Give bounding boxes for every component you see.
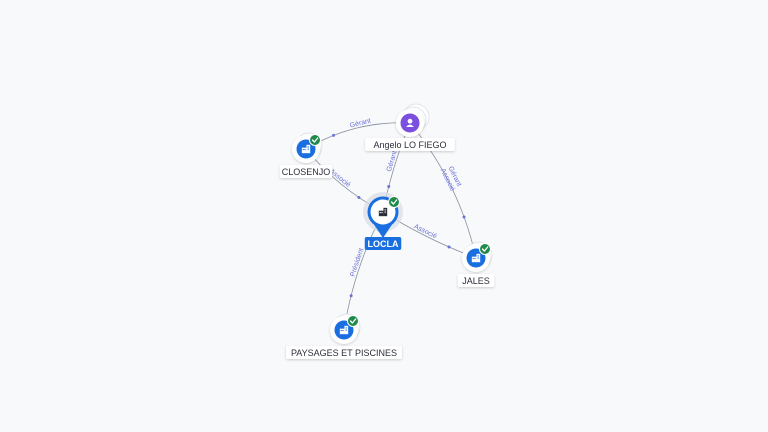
edge-arrow-marker	[387, 185, 391, 189]
building-icon	[301, 144, 311, 154]
svg-text:LOCLA: LOCLA	[368, 239, 399, 249]
svg-text:PAYSAGES ET PISCINES: PAYSAGES ET PISCINES	[291, 348, 397, 358]
verified-check-icon	[309, 134, 321, 146]
edge-label: Président	[349, 247, 365, 277]
edge-label: Associé	[413, 223, 438, 240]
verified-check-icon	[388, 196, 400, 208]
building-icon	[471, 253, 481, 263]
edge-label: Gérant	[386, 150, 399, 173]
node-label[interactable]: CLOSENJO	[279, 165, 333, 178]
edge-angelo-jales[interactable]	[409, 122, 477, 259]
edge-label: Gérant	[349, 118, 372, 130]
building-icon	[339, 325, 349, 335]
verified-check-icon	[347, 315, 359, 327]
svg-text:Angelo LO FIEGO: Angelo LO FIEGO	[373, 140, 446, 150]
edge-arrow-marker	[447, 245, 451, 249]
svg-text:CLOSENJO: CLOSENJO	[282, 167, 331, 177]
node-locla[interactable]: LOCLA	[363, 192, 403, 250]
node-angelo[interactable]: Angelo LO FIEGO	[365, 103, 455, 151]
building-icon	[378, 207, 388, 217]
verified-check-icon	[479, 243, 491, 255]
node-paysages[interactable]: PAYSAGES ET PISCINES	[286, 313, 402, 359]
person-icon	[406, 118, 414, 127]
edge-arrow-marker	[357, 195, 361, 199]
edge-arrow-marker	[349, 294, 353, 298]
node-label[interactable]: Angelo LO FIEGO	[365, 138, 455, 151]
svg-text:JALES: JALES	[462, 276, 490, 286]
node-label[interactable]: JALES	[457, 274, 495, 287]
node-label[interactable]: LOCLA	[364, 237, 402, 250]
node-label[interactable]: PAYSAGES ET PISCINES	[286, 346, 402, 359]
node-jales[interactable]: JALES	[457, 241, 495, 287]
edge-arrow-marker	[462, 215, 466, 219]
node-closenjo[interactable]: CLOSENJO	[279, 132, 333, 178]
edge-arrow-marker	[332, 133, 336, 137]
